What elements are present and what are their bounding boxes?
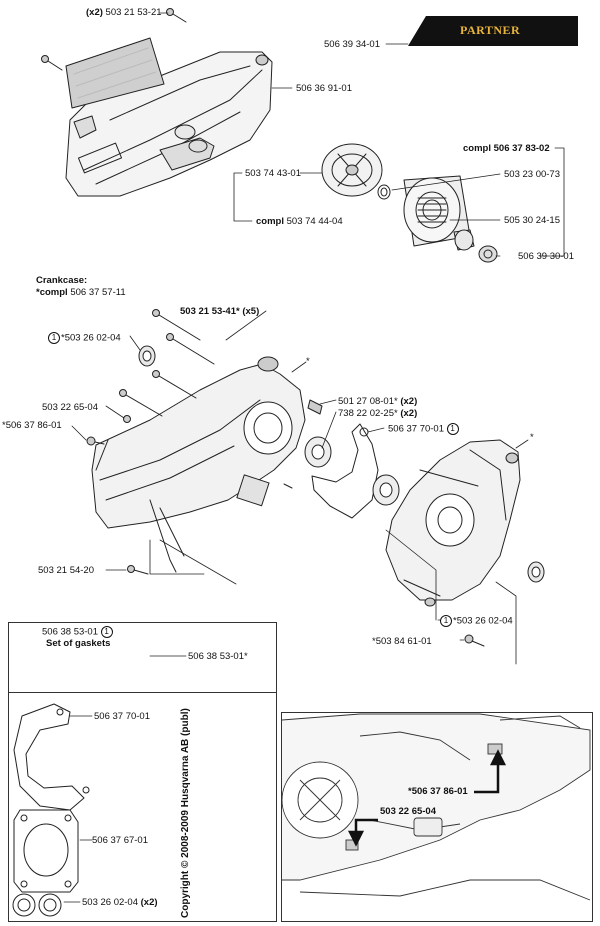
- label-gasket-b: 506 37 67-01: [92, 835, 148, 846]
- label-crankcase-stud: 503 22 65-04: [42, 402, 98, 413]
- gasket-set-drawing: [12, 703, 90, 917]
- label-clutch-drum-compl: compl 506 37 83-02: [463, 143, 550, 154]
- crankcase-title: Crankcase:: [36, 275, 88, 286]
- label-gasket-set-part: 506 38 53-01 1: [42, 626, 114, 638]
- label-crankcase-screw-bottom: 503 21 54-20: [38, 565, 94, 576]
- crankcase-bolts-drawing: [86, 309, 215, 575]
- label-clutch-shoe: 503 74 43-01: [245, 168, 301, 179]
- clutch-drum-drawing: [377, 175, 471, 247]
- clutch-shoe-drawing: [321, 143, 383, 197]
- label-gasket-seals: 503 26 02-04 (x2): [82, 897, 158, 908]
- crankcase-left-drawing: [91, 356, 306, 573]
- label-decal: 506 39 34-01: [324, 39, 380, 50]
- crankcase-left-seal-drawing: [138, 345, 156, 367]
- label-gasket-a: 506 37 70-01: [94, 711, 150, 722]
- label-inset-stud: 503 22 65-04: [380, 806, 436, 817]
- label-gasket-set-ref: 506 38 53-01*: [188, 651, 248, 662]
- label-clutch-compl: compl 503 74 44-04: [256, 216, 343, 227]
- inset-arrows: [347, 749, 507, 847]
- clutch-cover-drawing: [65, 51, 273, 197]
- decal-drawing: [65, 37, 165, 109]
- label-crankcase-gasket: 506 37 70-01 1: [388, 423, 460, 435]
- label-clutch-bearing: 505 30 24-15: [504, 215, 560, 226]
- label-crankcase-seal-right: 1*503 26 02-04: [440, 615, 513, 627]
- label-crankcase-screw-right: *503 84 61-01: [372, 636, 432, 647]
- copyright-notice: Copyright © 2008-2009 Husqvarna AB (publ…: [180, 708, 191, 918]
- label-crankcase-bearing: 738 22 02-25* (x2): [338, 408, 418, 419]
- label-crankcase-bolt: 503 21 53-41* (x5): [180, 306, 260, 317]
- crankcase-bearings-drawing: [283, 399, 400, 506]
- crankcase-right-drawing: [385, 439, 521, 607]
- gasket-set-box: [8, 622, 277, 922]
- label-clutch-cover: 506 36 91-01: [296, 83, 352, 94]
- label-crankcase-seal-left: 1*503 26 02-04: [48, 332, 121, 344]
- label-crankcase-plug: *506 37 86-01: [2, 420, 62, 431]
- label-gasket-set-title: Set of gaskets: [46, 638, 111, 649]
- label-cover-screw: (x2) 503 21 53-21: [86, 7, 162, 18]
- label-inset-plug: *506 37 86-01: [408, 786, 468, 797]
- label-crankcase-pin: 501 27 08-01* (x2): [338, 396, 418, 407]
- label-crankcase-compl: *compl 506 37 57-11: [36, 287, 126, 298]
- label-clutch-washer: 503 23 00-73: [504, 169, 560, 180]
- gasket-set-divider: [8, 692, 276, 693]
- brand-logo: PARTNER: [460, 23, 521, 37]
- label-crankcase-star-left: *: [306, 356, 310, 367]
- inset-detail-box: [281, 712, 593, 922]
- clutch-bearing-drawing: [453, 229, 498, 263]
- crankcase-right-seal-drawing: [464, 561, 545, 647]
- brand-badge: [408, 16, 578, 46]
- cover-screws-drawing: [41, 8, 187, 71]
- label-clutch-nut: 506 39 30-01: [518, 251, 574, 262]
- label-crankcase-star-right: *: [530, 432, 534, 443]
- leader-lines: [63, 12, 565, 903]
